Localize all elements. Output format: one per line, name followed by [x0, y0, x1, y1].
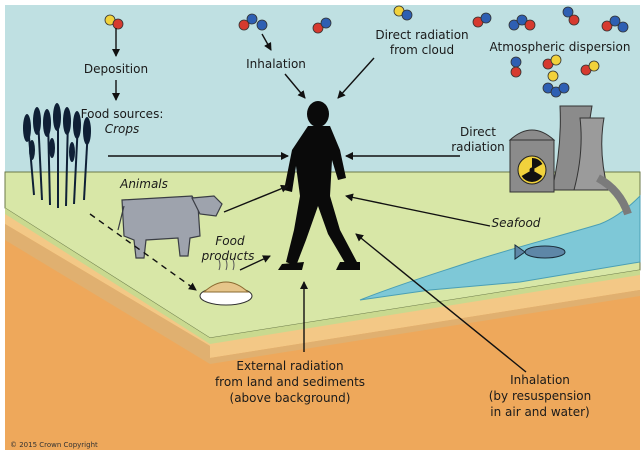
- label-external-radiation-2: from land and sediments: [215, 375, 365, 389]
- label-deposition: Deposition: [84, 62, 148, 76]
- label-food-sources: Food sources:: [81, 107, 164, 121]
- label-inhalation-resuspension-3: in air and water): [490, 405, 589, 419]
- label-external-radiation-3: (above background): [230, 391, 351, 405]
- label-atmospheric-dispersion: Atmospheric dispersion: [490, 40, 631, 54]
- label-inhalation-resuspension-1: Inhalation: [510, 373, 570, 387]
- label-food-products-1: Food: [215, 234, 245, 248]
- label-direct-radiation-cloud-1: Direct radiation: [375, 28, 468, 42]
- copyright-notice: © 2015 Crown Copyright: [10, 441, 98, 449]
- radiation-symbol-icon: [518, 156, 546, 184]
- label-direct-radiation-1: Direct: [460, 125, 496, 139]
- label-seafood: Seafood: [492, 216, 541, 230]
- label-direct-radiation-2: radiation: [451, 140, 505, 154]
- label-crops: Crops: [105, 122, 140, 136]
- label-external-radiation-1: External radiation: [236, 359, 343, 373]
- label-inhalation-top: Inhalation: [246, 57, 306, 71]
- label-inhalation-resuspension-2: (by resuspension: [489, 389, 592, 403]
- label-food-products-2: products: [201, 249, 255, 263]
- label-direct-radiation-cloud-2: from cloud: [390, 43, 454, 57]
- label-animals: Animals: [119, 177, 168, 191]
